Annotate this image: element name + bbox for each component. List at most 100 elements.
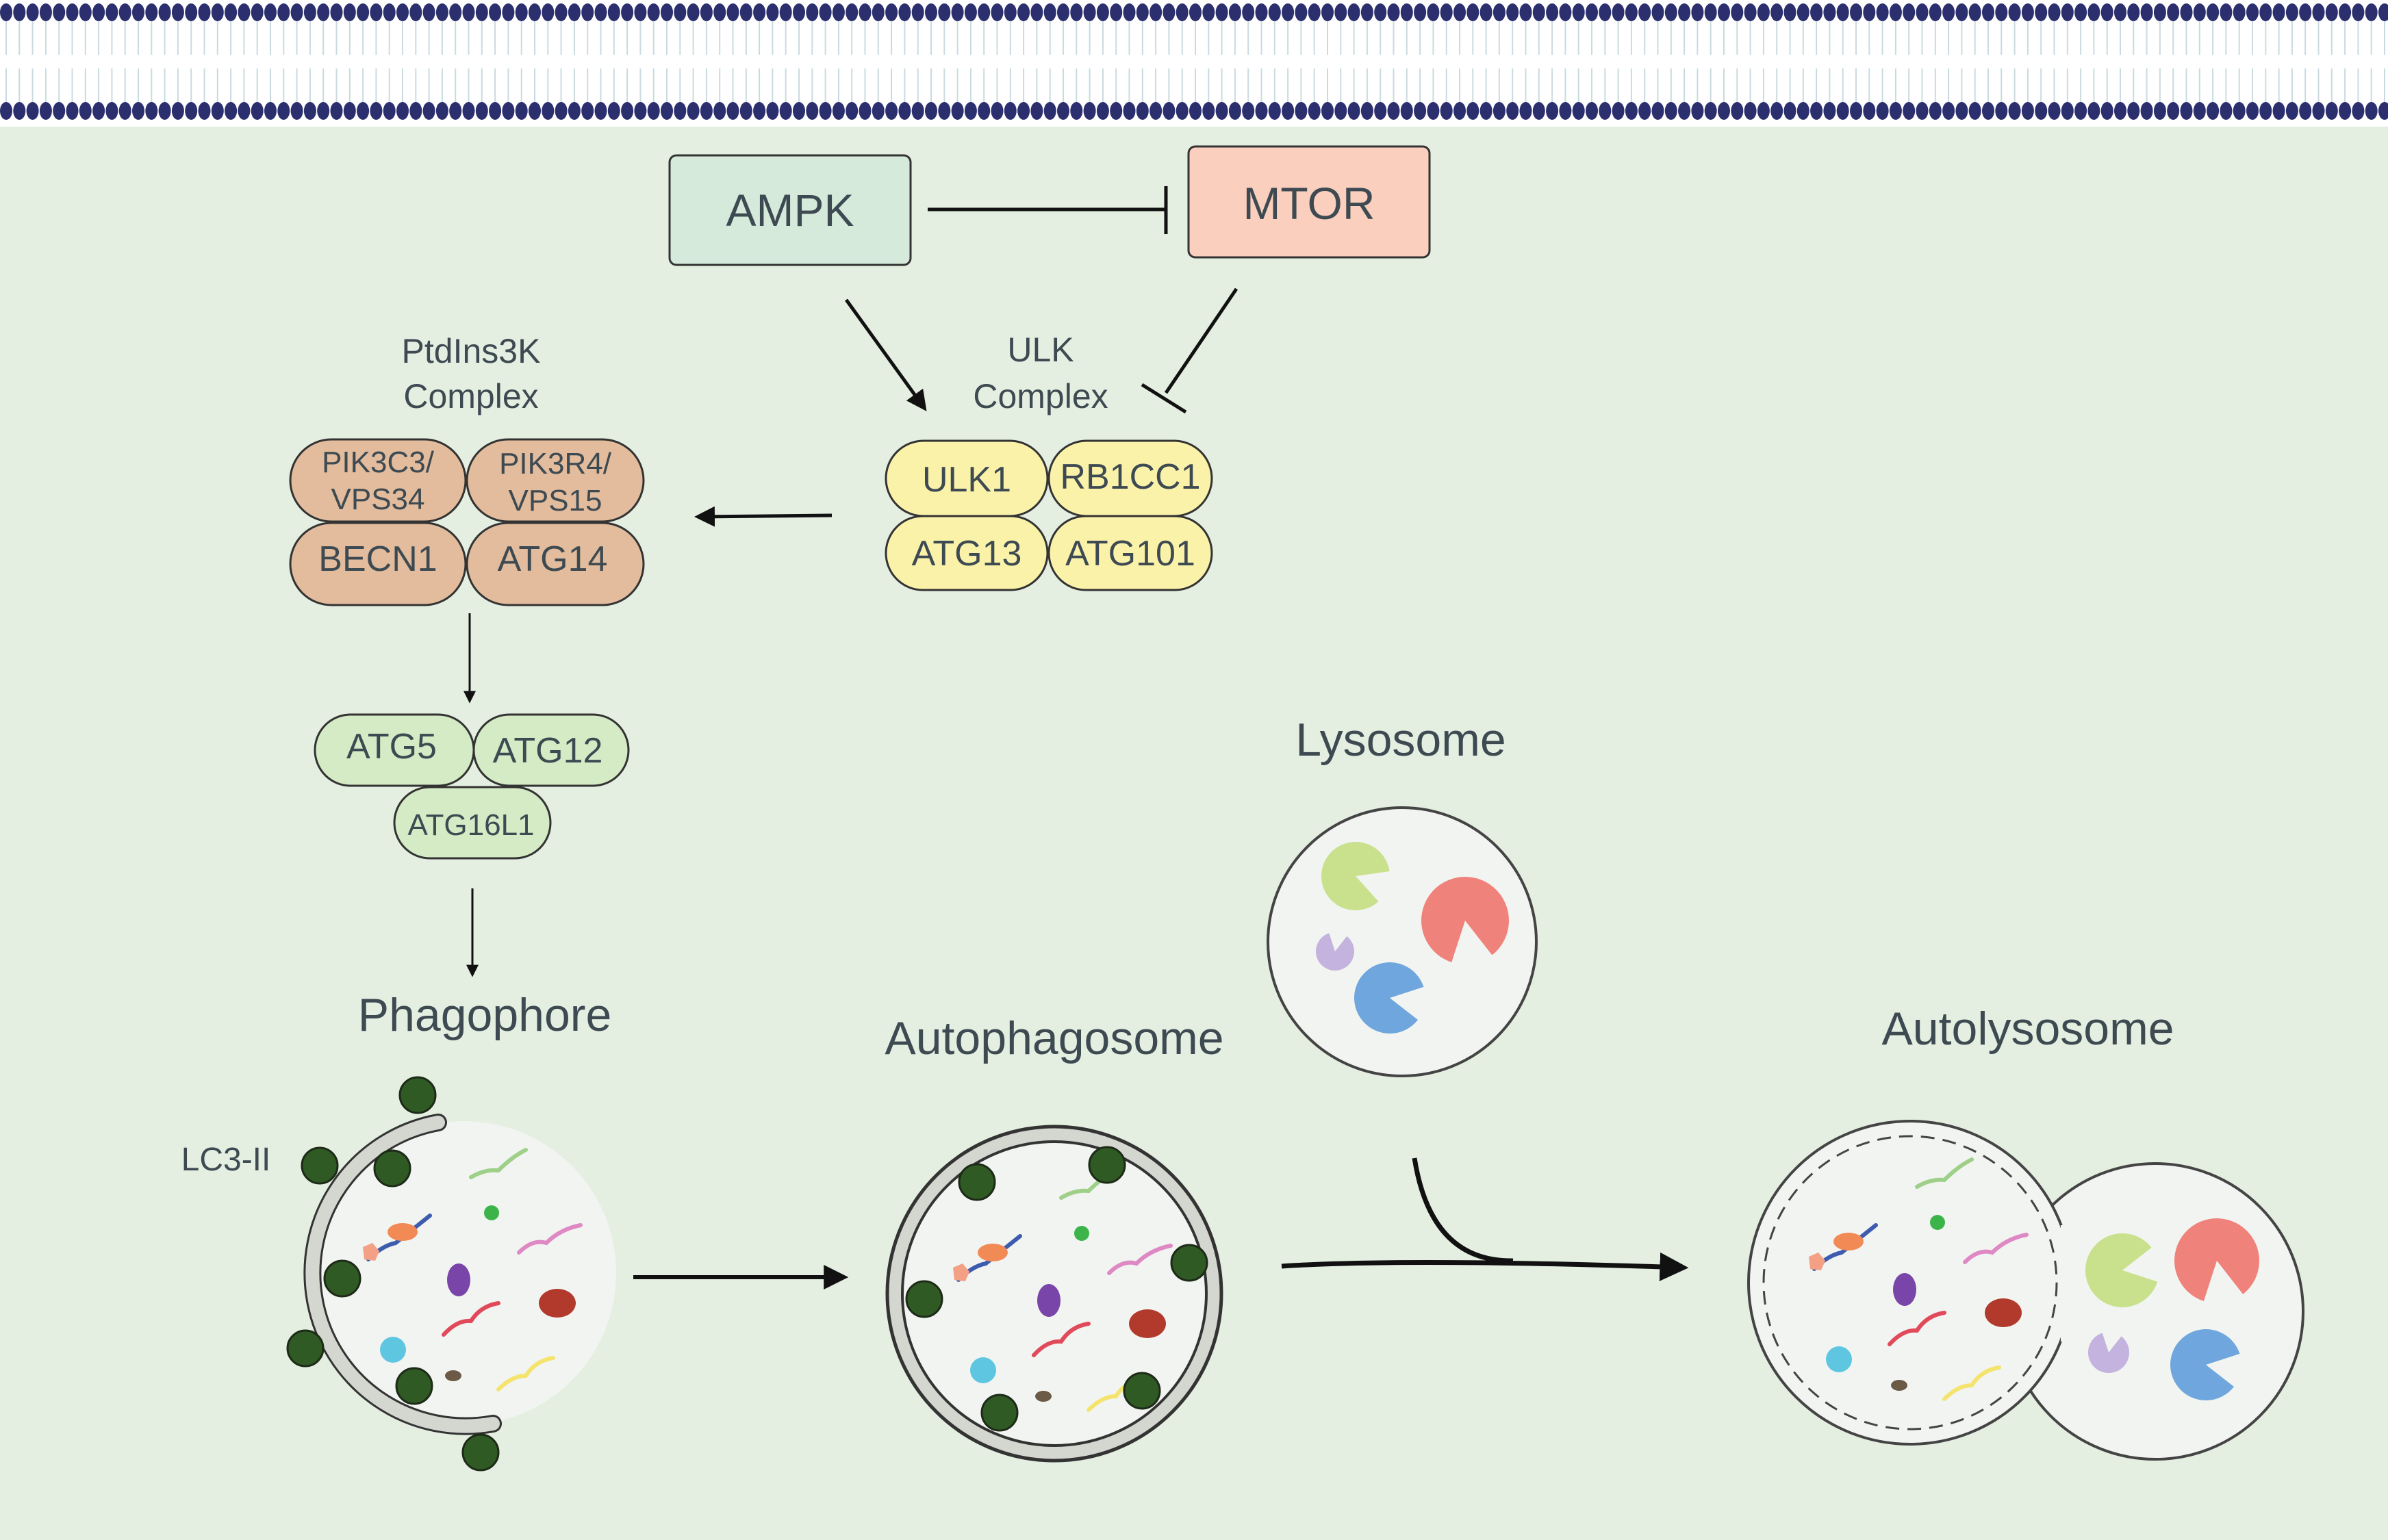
lipid-head <box>39 3 52 21</box>
lipid-head <box>79 102 92 120</box>
lipid-head <box>925 3 937 21</box>
lipid-head <box>2299 3 2312 21</box>
cargo-granule <box>380 1337 406 1363</box>
lipid-head <box>1163 3 1176 21</box>
cargo-granule <box>484 1205 499 1220</box>
lipid-head <box>925 102 937 120</box>
lipid-head <box>435 102 448 120</box>
lipid-head <box>2299 102 2312 120</box>
lipid-head <box>753 3 766 21</box>
lipid-head <box>2021 3 2034 21</box>
lipid-head <box>2193 3 2206 21</box>
lipid-head <box>2325 102 2338 120</box>
ulk-complex-title-line2: Complex <box>973 377 1108 415</box>
mtor-inhibits-ulk <box>1141 287 1239 414</box>
cargo-organelle <box>539 1289 576 1318</box>
lipid-head <box>1506 3 1519 21</box>
lipid-head <box>1427 102 1440 120</box>
lipid-head <box>1678 3 1691 21</box>
lipid-head <box>1678 102 1691 120</box>
lipid-head <box>1083 102 1096 120</box>
lipid-head <box>991 102 1004 120</box>
lipid-head <box>330 3 343 21</box>
lipid-head <box>1651 102 1664 120</box>
lipid-head <box>859 3 872 21</box>
lipid-head <box>1638 102 1651 120</box>
lipid-head <box>383 3 396 21</box>
lipid-head <box>2312 102 2325 120</box>
atg-conjugate: ATG5 ATG12 ATG16L1 <box>314 713 630 860</box>
lipid-head <box>1916 102 1929 120</box>
lipid-head <box>2008 102 2021 120</box>
atg101-subunit <box>1047 515 1213 591</box>
pik3r4-subunit <box>466 438 645 523</box>
lipid-head <box>1282 102 1295 120</box>
lipid-head <box>938 3 951 21</box>
lipid-head <box>1242 3 1255 21</box>
lipid-head <box>1519 102 1532 120</box>
lipid-head <box>581 102 594 120</box>
lipid-head <box>2074 102 2087 120</box>
lipid-head <box>2272 3 2285 21</box>
pik3r4-label-line2: VPS15 <box>509 484 602 517</box>
lipid-head <box>1731 3 1744 21</box>
lipid-head <box>171 3 184 21</box>
lipid-head <box>1440 102 1453 120</box>
lipid-head <box>1770 3 1783 21</box>
lipid-head <box>2259 102 2272 120</box>
cargo-strand <box>517 1223 583 1255</box>
cargo-strand <box>469 1148 528 1179</box>
fusion-arrow <box>1281 1157 1689 1281</box>
lipid-head <box>2207 102 2220 120</box>
lipid-head <box>1268 102 1281 120</box>
lc3-ii-marker <box>461 1433 500 1472</box>
ampk-label: AMPK <box>726 185 854 235</box>
lipid-head <box>1942 102 1955 120</box>
lipid-head <box>1586 3 1598 21</box>
lipid-head <box>198 3 211 21</box>
lipid-head <box>2087 3 2100 21</box>
lipid-head <box>2272 102 2285 120</box>
lipid-head <box>1479 3 1492 21</box>
lipid-head <box>2114 102 2126 120</box>
lipid-head <box>13 102 26 120</box>
lipid-head <box>1559 102 1572 120</box>
lipid-head <box>978 102 991 120</box>
lipid-head <box>793 3 805 21</box>
lipid-head <box>2008 3 2021 21</box>
lipid-head <box>1968 102 1981 120</box>
cargo-group <box>363 1148 583 1391</box>
cargo-fragment <box>363 1243 379 1261</box>
lipid-head <box>2285 3 2298 21</box>
lipid-head <box>938 102 951 120</box>
lipid-head <box>529 3 541 21</box>
lipid-head <box>1691 102 1704 120</box>
lipid-head <box>0 102 12 120</box>
lipid-head <box>1638 3 1651 21</box>
lipid-head <box>1691 3 1704 21</box>
lipid-head <box>1612 102 1625 120</box>
lipid-head <box>1176 3 1189 21</box>
lipid-head <box>2325 3 2338 21</box>
lipid-head <box>1110 102 1123 120</box>
lipid-head <box>1057 3 1069 21</box>
autolysosome-label: Autolysosome <box>1881 1003 2174 1055</box>
cargo-fragment <box>1809 1253 1825 1270</box>
lipid-head <box>898 102 911 120</box>
phagophore-label: Phagophore <box>358 989 612 1041</box>
lipid-head <box>1189 102 1202 120</box>
lipid-head <box>859 102 872 120</box>
lipid-head <box>1519 3 1532 21</box>
lipid-head <box>1360 102 1373 120</box>
lipid-head <box>1664 102 1677 120</box>
mtor-node: MTOR <box>1187 145 1431 259</box>
lipid-head <box>1374 3 1387 21</box>
lipid-head <box>515 3 528 21</box>
lipid-head <box>66 3 79 21</box>
lipid-head <box>2087 102 2100 120</box>
lc3-ii-marker <box>958 1163 996 1201</box>
lipid-head <box>1308 102 1321 120</box>
lipid-head <box>2061 102 2074 120</box>
becn1-label: BECN1 <box>318 539 437 579</box>
